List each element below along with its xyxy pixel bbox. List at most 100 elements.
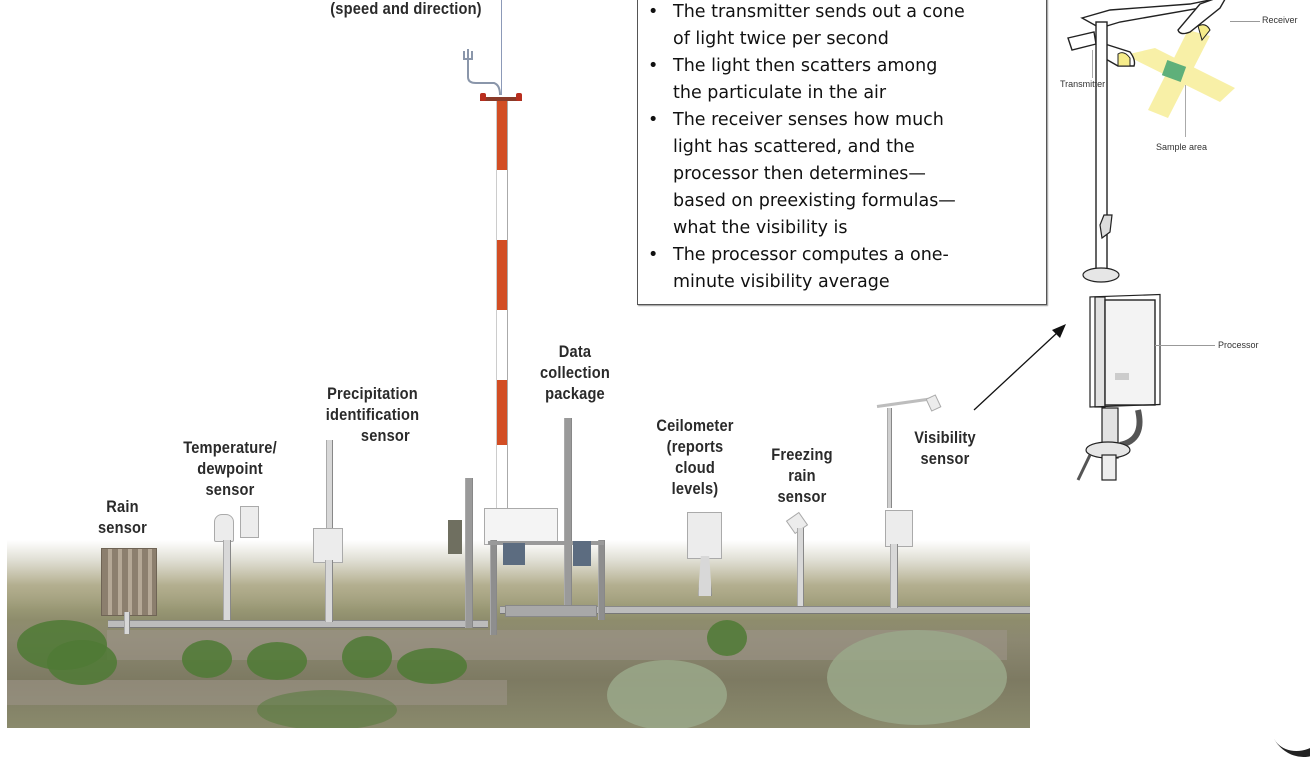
shrub: [247, 642, 307, 680]
shrub: [47, 640, 117, 685]
bullet-line: what the visibility is: [673, 218, 848, 238]
label-line: Data: [558, 342, 592, 361]
wind-label-text: (speed and direction): [330, 0, 482, 18]
label-line: sensor: [920, 449, 970, 468]
label-line: collection: [540, 363, 610, 382]
shrub: [182, 640, 232, 678]
visibility-sensor-diagram: [1067, 0, 1235, 481]
tower-crossarm: [480, 97, 522, 101]
wind-tower: [496, 100, 508, 512]
frame-post: [490, 540, 497, 635]
bullet-line: minute visibility average: [673, 272, 890, 292]
frame-post: [598, 540, 605, 620]
rain-sensor-leg: [124, 612, 130, 634]
bullet-line: processor then determines—: [673, 164, 926, 184]
visibility-sensor-pole: [890, 544, 898, 608]
label-line: identification: [325, 405, 420, 424]
pointer-arrow-icon: [973, 324, 1066, 411]
precipitation-identification-label: Precipitation identification sensor: [310, 383, 435, 446]
rain-sensor-equipment: [101, 548, 157, 616]
precipitation-sensor-pole: [325, 560, 333, 622]
equipment-module: [503, 543, 525, 565]
bullet-item: The light then scatters among the partic…: [638, 53, 1046, 107]
weather-station-photo: [7, 540, 1030, 728]
transmitter-leader-line: [1092, 50, 1093, 78]
label-line: Temperature/: [183, 438, 277, 457]
bullet-line: The transmitter sends out a cone: [673, 2, 965, 22]
precipitation-sensor-box: [313, 528, 343, 563]
label-line: dewpoint: [197, 459, 263, 478]
temperature-dewpoint-label: Temperature/ dewpoint sensor: [174, 437, 286, 500]
visibility-sensor-mast: [887, 408, 892, 508]
bullet-line: The processor computes a one-: [673, 245, 949, 265]
bullet-line: based on preexisting formulas—: [673, 191, 956, 211]
obstruction-light: [516, 93, 522, 101]
data-collection-mast: [564, 418, 572, 608]
side-cabinet: [448, 520, 462, 554]
label-line: sensor: [98, 518, 147, 537]
anemometer-mast: [501, 0, 502, 95]
shrub: [397, 648, 467, 684]
shrub: [342, 636, 392, 678]
label-line: levels): [671, 479, 719, 498]
bullet-item: The transmitter sends out a cone of ligh…: [638, 0, 1046, 53]
frame-base: [505, 605, 597, 617]
shrub-sage: [607, 660, 727, 728]
freezing-rain-pole: [797, 528, 804, 606]
temperature-sensor-pole: [223, 540, 231, 620]
label-line: Visibility: [914, 428, 976, 447]
transmitter-label: Transmitter: [1060, 79, 1106, 89]
label-line: cloud: [675, 458, 715, 477]
processor-leader-line: [1155, 345, 1215, 346]
label-line: sensor: [777, 487, 827, 506]
visibility-sensor-label: Visibility sensor: [902, 427, 988, 469]
ceilometer-housing: [687, 512, 722, 559]
rain-sensor-label: Rain sensor: [86, 496, 159, 538]
label-line: rain: [788, 466, 816, 485]
bullet-line: light has scattered, and the: [673, 137, 915, 157]
shrub-sage: [827, 630, 1007, 725]
label-line: (reports: [666, 437, 724, 456]
label-line: package: [545, 384, 605, 403]
data-collection-enclosure: [484, 508, 558, 545]
frame-post: [465, 478, 473, 628]
data-collection-package-label: Data collection package: [528, 341, 623, 404]
shrub: [257, 690, 397, 728]
bullet-line: of light twice per second: [673, 29, 889, 49]
sample-area-leader-line: [1185, 85, 1186, 137]
mounting-rail: [500, 606, 1030, 614]
freezing-rain-sensor-label: Freezing rain sensor: [759, 444, 845, 507]
page-curl-decoration: [1257, 679, 1310, 768]
bullet-item: The processor computes a one- minute vis…: [638, 242, 1046, 296]
visibility-processor-box: [885, 510, 913, 547]
ceilometer-label: Ceilometer (reports cloud levels): [648, 415, 743, 499]
equipment-module: [573, 541, 591, 566]
bullet-list: The transmitter sends out a cone of ligh…: [638, 0, 1046, 296]
bullet-item: The receiver senses how much light has s…: [638, 107, 1046, 242]
wind-sensor-label: (speed and direction): [311, 0, 500, 19]
obstruction-light: [480, 93, 486, 101]
bullet-line: the particulate in the air: [673, 83, 887, 103]
bullet-line: The light then scatters among: [673, 56, 938, 76]
label-line: Freezing: [771, 445, 833, 464]
temperature-sensor-shield: [214, 514, 234, 542]
anemometer-sensor-icon: [463, 49, 501, 96]
mounting-rail: [108, 620, 488, 628]
shrub: [707, 620, 747, 656]
explanation-textbox: The transmitter sends out a cone of ligh…: [637, 0, 1047, 305]
label-line: Precipitation: [327, 384, 418, 403]
sample-area-label: Sample area: [1156, 142, 1208, 152]
bullet-line: The receiver senses how much: [673, 110, 944, 130]
label-line: Ceilometer: [656, 416, 734, 435]
receiver-label: Receiver: [1262, 15, 1298, 25]
visibility-receiver-head: [925, 394, 942, 412]
frame-rail: [488, 541, 604, 545]
label-line: sensor: [360, 426, 410, 445]
precipitation-sensor-mast: [326, 440, 333, 530]
dewpoint-sensor-box: [240, 506, 259, 538]
sample-area-shape: [1161, 60, 1187, 82]
processor-label: Processor: [1218, 340, 1259, 350]
label-line: Rain: [106, 497, 139, 516]
receiver-leader-line: [1230, 21, 1260, 22]
label-line: sensor: [205, 480, 255, 499]
